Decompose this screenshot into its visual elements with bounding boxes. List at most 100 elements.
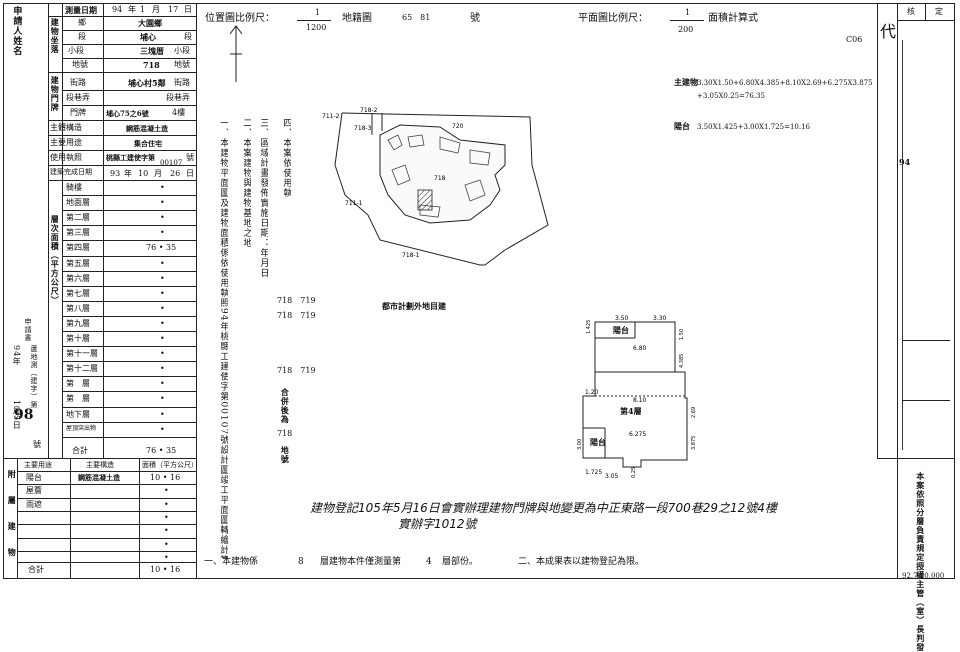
subsection-value: 三塊厝 — [140, 46, 164, 56]
license-unit: 號 — [186, 153, 194, 162]
license-no: 00107 — [160, 159, 183, 167]
dim-6-275: 6.275 — [629, 431, 646, 438]
lot-label-711-1: 711-1 — [345, 200, 363, 207]
dim-3-30: 3.30 — [653, 315, 667, 322]
floor-row-value: • — [160, 349, 165, 359]
doorno-floor: 4樓 — [172, 108, 186, 117]
annex-header-area: 面積（平方公尺） — [142, 461, 198, 469]
floor-row-label: 屋頂突出物 — [66, 424, 97, 432]
section-value: 埔心 — [140, 32, 156, 42]
location-scale-num: 1 — [315, 8, 321, 17]
floor-row-label: 第 層 — [66, 394, 90, 404]
building-location-label: 建物坐落 — [50, 18, 61, 54]
floor-row-label: 第九層 — [66, 318, 90, 328]
annex-row-area: • — [164, 539, 169, 549]
floor-row-label: 第八層 — [66, 303, 90, 313]
door-label: 建物門牌 — [50, 76, 61, 112]
survey-date-day-unit: 日 — [184, 5, 192, 14]
note-4: 四、本案依使用執照記載建築基地地號：718 719 合併後為 718 地號 — [281, 118, 291, 198]
dim-6-80: 6.80 — [633, 345, 647, 352]
north-arrow-icon — [229, 25, 243, 82]
survey-date-day: 17 — [168, 5, 179, 14]
location-scale-label: 位置圖比例尺： — [205, 13, 275, 24]
section-unit: 段 — [184, 32, 192, 41]
floor-row-label: 第十層 — [66, 334, 90, 343]
lot-unit: 地號 — [174, 60, 190, 69]
merged-label: 合併後為 — [280, 388, 291, 424]
floor-row-label: 第 層 — [66, 379, 90, 389]
doorno-value: 埔心75之6號 — [106, 109, 149, 118]
completion-day-unit: 日 — [186, 169, 194, 178]
floor-row-value: • — [160, 258, 165, 268]
dim-3-875: 3.875 — [691, 436, 697, 450]
floor-row-label: 第二層 — [66, 213, 90, 223]
plan-scale-den: 200 — [678, 25, 694, 34]
note-3: 三、區域計畫發佈實施日期：年月日 — [258, 118, 269, 278]
license-label: 使用執照 — [50, 153, 82, 162]
floor-row-label: 騎樓 — [66, 183, 82, 192]
annex-header-use: 主要用途 — [24, 461, 52, 469]
dim-1-725: 1.725 — [585, 469, 602, 476]
bottom-note-1-floor: 4 — [426, 557, 432, 567]
annex-row-area: • — [164, 499, 169, 509]
bottom-note-1-mid: 層建物本件僅測量第 — [320, 557, 402, 567]
dim-3-00: 3.00 — [577, 439, 583, 450]
location-scale-den: 1200 — [306, 23, 327, 32]
subsection-label: 小段 — [68, 46, 84, 55]
annex-row-use: 陽台 — [26, 473, 42, 482]
merged-result: 718 — [277, 429, 293, 438]
completion-label: 建築完成日期 — [50, 168, 92, 176]
completion-month-unit: 月 — [154, 169, 162, 178]
bottom-note-1-prefix: 一、本建物係 — [204, 557, 259, 567]
completion-year: 93 — [110, 169, 121, 178]
right-year-mark: 94 — [899, 157, 911, 167]
floor-row-label: 第七層 — [66, 288, 90, 298]
survey-date-label: 測量日期 — [65, 5, 97, 15]
structure-label: 主體構造 — [50, 123, 82, 132]
floor-row-value: • — [160, 228, 165, 238]
floor-row-value: • — [160, 409, 165, 419]
survey-date-year-unit: 年 — [128, 5, 136, 14]
township-label: 鄉 — [78, 18, 86, 27]
lane-label: 段巷弄 — [66, 93, 90, 102]
map-sheet-unit: 號 — [470, 13, 480, 24]
merged-lots: 718 719 — [277, 366, 316, 375]
handwritten-sub: 實辦字1012號 — [398, 517, 477, 531]
survey-date-month: 1 — [140, 5, 146, 14]
check-label: 核 — [907, 7, 915, 16]
dim-1-425: 1.425 — [586, 320, 592, 334]
annex-row-area: • — [164, 512, 169, 522]
floor-row-value: • — [160, 364, 165, 374]
floor-row-value: • — [160, 318, 165, 328]
floor-row-value: • — [160, 394, 165, 404]
application-date: 1月5日 — [12, 400, 22, 431]
dim-2-69: 2.69 — [691, 407, 697, 418]
floor-plan: 3.50 3.30 1.425 1.50 6.80 4.385 1.20 8.1… — [577, 315, 697, 480]
doorno-label: 門牌 — [70, 108, 86, 117]
annex-row-area: 10 • 16 — [150, 473, 181, 482]
dim-4-385: 4.385 — [679, 354, 685, 368]
dim-1-20: 1.20 — [585, 389, 599, 396]
floor-row-label: 第六層 — [66, 273, 90, 283]
floor-row-label: 地面層 — [66, 198, 90, 208]
lot-label-718-2: 718-2 — [360, 107, 378, 114]
floor-row-label: 地下層 — [66, 409, 90, 419]
annex-row-area: • — [164, 486, 169, 496]
lot-label: 地號 — [72, 60, 88, 69]
floor-row-value: • — [160, 303, 165, 313]
annex-row-area: • — [164, 552, 169, 562]
note-1: 一、本建物平面圖及建物面積係依使用執照94年桃縣工建使字第00107號設計圖竣工… — [218, 118, 229, 558]
street-label: 街路 — [70, 78, 86, 87]
annex-row-use: 雨遮 — [26, 499, 42, 509]
annex-row-structure: 鋼筋混凝土造 — [78, 473, 120, 482]
survey-no-label: 蘆地測（建字）第 — [30, 345, 39, 409]
floor-row-label: 第十一層 — [66, 349, 98, 359]
lot-value: 718 — [143, 60, 160, 70]
plan-balcony-bottom: 陽台 — [590, 437, 606, 447]
note-2: 二、本案建物與建物基地之地號：718 719 — [241, 118, 252, 248]
total-label: 合計 — [72, 446, 88, 455]
township-value: 大園鄉 — [138, 18, 162, 28]
floor-row-label: 第五層 — [66, 258, 90, 268]
merged-unit: 地號 — [280, 446, 291, 464]
lot-label-718: 718 — [434, 175, 446, 182]
